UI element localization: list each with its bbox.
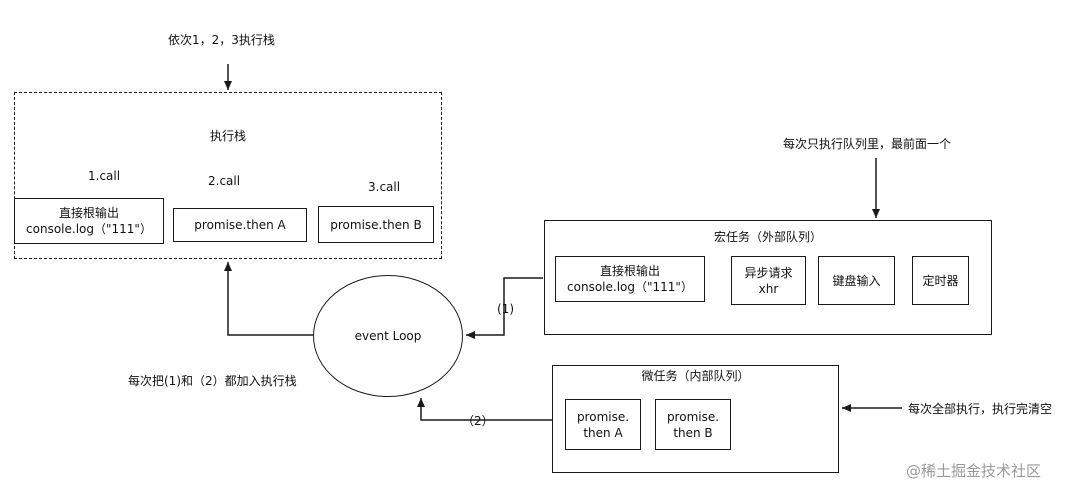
macro-item-1: 直接根输出 console.log（"111"） [555,256,705,302]
macro-item-3: 键盘输入 [818,256,895,305]
micro-item-2: promise. then B [655,399,731,450]
stack-call-text-2: promise.then A [194,218,286,232]
macro-task-queue [544,220,992,335]
macro-title: 宏任务（外部队列） [713,230,822,244]
macro-to-loop-arrow [466,277,543,339]
macro-item-text-1: 直接根输出 console.log（"111"） [567,264,693,294]
stack-title: 执行栈 [210,129,247,143]
stack-call-text-3: promise.then B [330,217,422,232]
call-label-2: 2.call [208,174,241,188]
event-loop-label: event Loop [354,329,422,343]
micro-title: 微任务（内部队列） [641,369,750,383]
macro-arrow-label: (1) [497,302,514,316]
event-loop-circle: event Loop [313,275,463,397]
call-label-1: 1.call [88,169,121,183]
micro-item-text-2: promise. then B [666,409,720,440]
macro-item-text-4: 定时器 [922,273,959,288]
micro-arrow-label: （2） [462,414,494,428]
macro-item-4: 定时器 [912,256,969,305]
top-note: 依次1，2，3执行栈 [168,33,275,47]
micro-item-text-1: promise. then A [576,409,630,440]
micro-note: 每次全部执行，执行完清空 [908,402,1053,416]
micro-to-loop-arrow [417,398,552,421]
micro-task-queue [552,365,839,473]
stack-container [14,92,442,259]
macro-note: 每次只执行队列里，最前面一个 [783,137,952,151]
macro-item-text-3: 键盘输入 [832,273,881,288]
stack-call-box-3: promise.then B [318,206,434,243]
macro-item-2: 异步请求 xhr [731,256,806,305]
watermark: @稀土掘金技术社区 [906,462,1042,480]
left-note: 每次把(1)和（2）都加入执行栈 [128,374,297,388]
loop-to-stack-arrow [224,262,313,336]
stack-call-box-2: promise.then A [173,208,307,242]
call-label-3: 3.call [368,180,401,194]
micro-item-1: promise. then A [565,399,641,450]
stack-call-box-1: 直接根输出 console.log（"111"） [14,198,164,244]
macro-item-text-2: 异步请求 xhr [744,265,793,296]
stack-call-text-1: 直接根输出 console.log（"111"） [26,206,152,236]
